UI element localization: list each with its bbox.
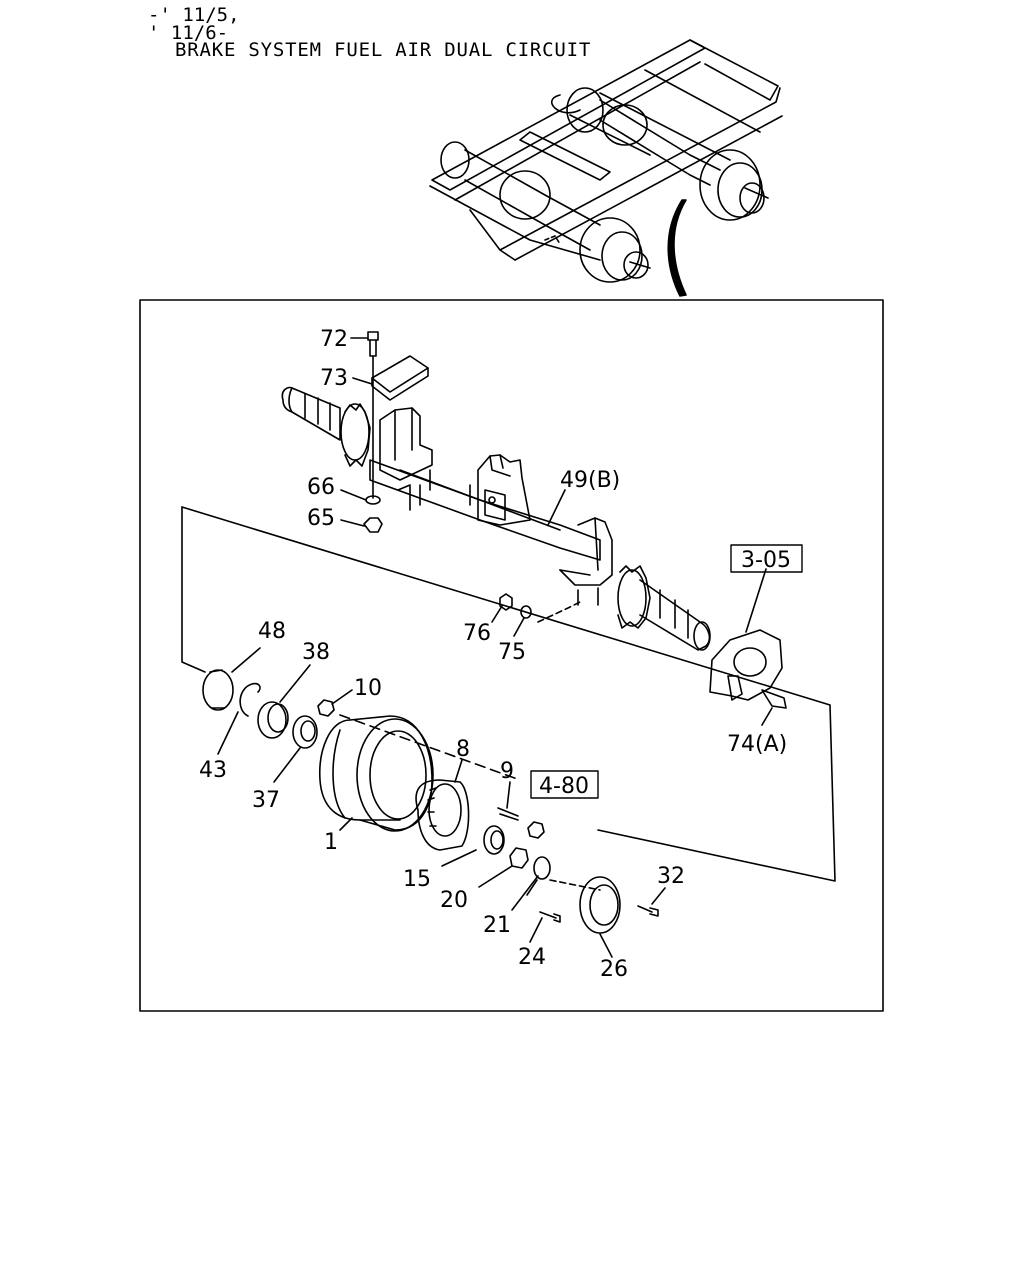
part-label-75: 75	[498, 640, 526, 665]
ref-4-80: 4-80	[539, 774, 589, 799]
ref-box-4-80	[530, 770, 599, 799]
part-label-20: 20	[440, 888, 468, 913]
part-label-38: 38	[302, 640, 330, 665]
ref-box-3-05	[730, 544, 803, 573]
part-label-9: 9	[500, 759, 514, 784]
part-label-10: 10	[354, 676, 382, 701]
part-label-15: 15	[403, 867, 431, 892]
part-label-49b: 49(B)	[560, 468, 620, 493]
hub-components	[202, 669, 659, 934]
part-label-43: 43	[199, 758, 227, 783]
ref-3-05: 3-05	[741, 548, 791, 573]
part-label-32: 32	[657, 864, 685, 889]
part-label-1: 1	[324, 830, 338, 855]
part-label-66: 66	[307, 475, 335, 500]
part-labels: 72 73 66 65 49(B) 76 75 74(A) 48 38 10 4…	[199, 327, 787, 982]
part-label-73: 73	[320, 366, 348, 391]
part-label-8: 8	[456, 737, 470, 762]
model-range-line-1: -' 11/5,	[148, 4, 240, 26]
axle-beam	[281, 386, 711, 651]
model-range-line-2: ' 11/6-	[148, 22, 229, 44]
chassis-overview	[429, 39, 783, 297]
detail-frame	[139, 299, 884, 1012]
part-label-48: 48	[258, 619, 286, 644]
part-label-24: 24	[518, 945, 546, 970]
leader-lines	[217, 337, 773, 958]
part-label-21: 21	[483, 913, 511, 938]
explode-guide-lines	[181, 506, 836, 891]
diagram-title: BRAKE SYSTEM FUEL AIR DUAL CIRCUIT	[175, 39, 592, 61]
part-label-76: 76	[463, 621, 491, 646]
part-label-26: 26	[600, 957, 628, 982]
part-label-74a: 74(A)	[727, 732, 787, 757]
spring-clamp-hardware	[363, 331, 787, 709]
part-label-65: 65	[307, 506, 335, 531]
part-label-72: 72	[320, 327, 348, 352]
part-label-37: 37	[252, 788, 280, 813]
